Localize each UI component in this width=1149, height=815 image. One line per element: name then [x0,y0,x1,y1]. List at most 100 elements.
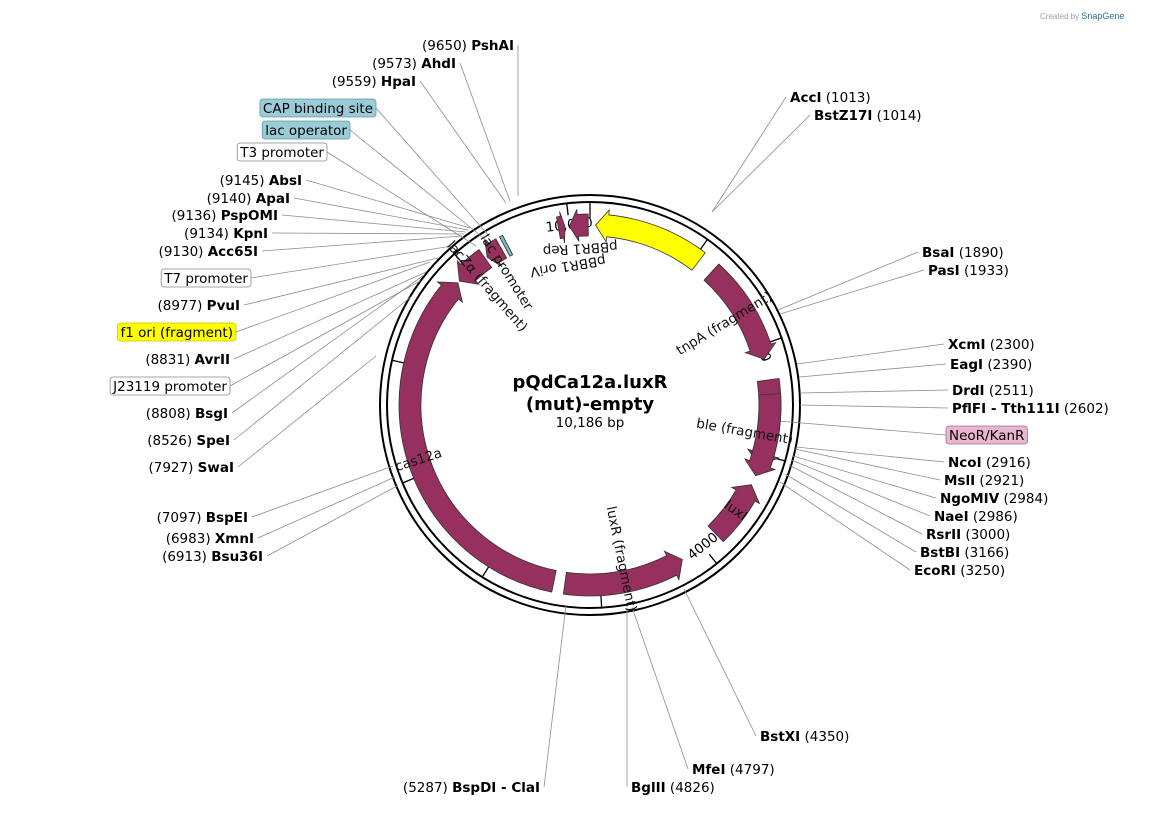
label-leader-lac-operator [349,129,487,241]
enzyme-site-pvui: (8977) PvuI [157,298,240,314]
enzyme-leader-naei [790,459,931,517]
enzyme-leader-bspdi-clai [543,604,567,788]
feature-arrow-ble-fragment [743,393,782,477]
enzyme-leader-bsgi [231,274,425,414]
enzyme-leader-spei [233,295,413,441]
enzyme-site-acc65i: (9130) Acc65I [159,244,258,260]
tick-mark [770,337,782,343]
leader-lines [229,45,949,788]
label-leader-j23119-promoter [229,280,421,387]
enzyme-site-bspei: (7097) BspEI [157,510,248,526]
enzyme-site-swai: (7927) SwaI [148,460,234,476]
enzyme-site-hpai: (9559) HpaI [332,74,416,90]
tick-mark [402,477,414,484]
enzyme-leader-ncoi [795,446,945,463]
enzyme-labels: (9650) PshAI(9573) AhdI(9559) HpaI(9145)… [145,38,1108,796]
enzyme-site-pspomi: (9136) PspOMI [172,208,278,224]
tick-mark [391,359,404,364]
enzyme-leader-swai [237,355,377,468]
enzyme-site-mfei: MfeI (4797) [692,762,775,778]
feature-arrow-cas12a [398,281,557,593]
enzyme-position: (2511) [985,383,1034,399]
enzyme-name: SpeI [196,433,230,449]
enzyme-name: MslI [944,473,975,489]
boxed-label-text: lac operator [265,123,347,139]
enzyme-site-ngomiv: NgoMIV (2984) [940,491,1048,507]
enzyme-site-avrii: (8831) AvrII [145,352,230,368]
enzyme-position: (5287) [403,780,452,796]
enzyme-position: (9136) [172,208,221,224]
enzyme-site-bsgi: (8808) BsgI [146,406,228,422]
label-leader-t3-promoter [326,151,477,247]
enzyme-name: PasI [928,263,960,279]
enzyme-position: (9559) [332,74,381,90]
enzyme-site-bspdi-clai: (5287) BspDI - ClaI [403,780,540,796]
enzyme-site-pshai: (9650) PshAI [422,38,514,54]
enzyme-site-kpni: (9134) KpnI [184,226,268,242]
enzyme-name: BstBI [920,545,960,561]
enzyme-position: (9130) [159,244,208,260]
enzyme-name: AvrII [195,352,230,368]
enzyme-leader-pspomi [281,214,467,233]
snapgene-credit: Created by SnapGene [1040,11,1124,21]
enzyme-site-spei: (8526) SpeI [147,433,230,449]
boxed-label-text: f1 ori (fragment) [121,325,233,341]
enzyme-site-apai: (9140) ApaI [207,191,290,207]
enzyme-name: HpaI [381,74,416,90]
enzyme-position: (1933) [960,263,1009,279]
enzyme-leader-bstbi [784,473,917,553]
enzyme-position: (9650) [422,38,471,54]
enzyme-site-bsai: BsaI (1890) [922,245,1004,261]
enzyme-position: (9573) [372,56,421,72]
enzyme-name: MfeI [692,762,726,778]
enzyme-name: EagI [950,357,983,373]
enzyme-name: NaeI [934,509,969,525]
enzyme-position: (3250) [956,563,1005,579]
enzyme-site-pflfi-tth111i: PflFI - Tth111I (2602) [952,401,1109,417]
feature-arrow-tnpa-fragment [703,263,777,360]
enzyme-position: (2986) [969,509,1018,525]
enzyme-name: AhdI [421,56,456,72]
boxed-label-t7-promoter: T7 promoter [160,268,252,288]
enzyme-position: (1013) [821,90,870,106]
enzyme-site-bstbi: BstBI (3166) [920,545,1009,561]
boxed-label-frame [109,376,231,396]
boxed-label-frame [236,142,328,162]
enzyme-name: BstXI [760,729,800,745]
enzyme-leader-bstxi [683,588,757,737]
enzyme-position: (9140) [207,191,256,207]
tick-mark [708,553,718,564]
enzyme-position: (8808) [146,406,195,422]
label-leader-t7-promoter [250,245,453,279]
enzyme-leader-acc65i [261,235,463,252]
enzyme-leader-bstz17i [711,114,811,213]
boxed-label-frame [945,425,1028,445]
enzyme-site-naei: NaeI (2986) [934,509,1018,525]
enzyme-name: Acc65I [208,244,258,260]
tick-mark [481,566,490,578]
enzyme-position: (2300) [986,337,1035,353]
enzyme-name: Bsu36I [211,549,263,565]
boxed-label-cap-binding-site: CAP binding site [259,98,377,118]
label-leader-f1-ori-fragment [235,261,431,333]
feature-arrow-luxi [707,484,761,543]
enzyme-name: BspDI - ClaI [452,780,540,796]
plasmid-center-label: pQdCa12a.luxR (mut)-empty 10,186 bp [513,372,668,431]
feature-arrow-lacz-fragment [456,249,493,285]
feature-arrow-yellow-feature [595,208,706,271]
boxed-label-neor-kanr: NeoR/KanR [945,425,1028,445]
enzyme-name: SwaI [198,460,234,476]
enzyme-position: (3000) [961,527,1010,543]
enzyme-leader-xmni [257,476,396,539]
boxed-label-frame [261,120,351,140]
boxed-label-text: T3 promoter [239,145,324,161]
enzyme-site-ahdi: (9573) AhdI [372,56,456,72]
enzyme-leader-eagi [798,363,947,378]
enzyme-site-xmni: (6983) XmnI [166,531,254,547]
enzyme-name: BsgI [195,406,228,422]
enzyme-site-bstxi: BstXI (4350) [760,729,849,745]
boxed-label-frame [117,322,237,342]
enzyme-site-bglii: BglII (4826) [631,780,715,796]
enzyme-leader-avrii [233,271,427,360]
